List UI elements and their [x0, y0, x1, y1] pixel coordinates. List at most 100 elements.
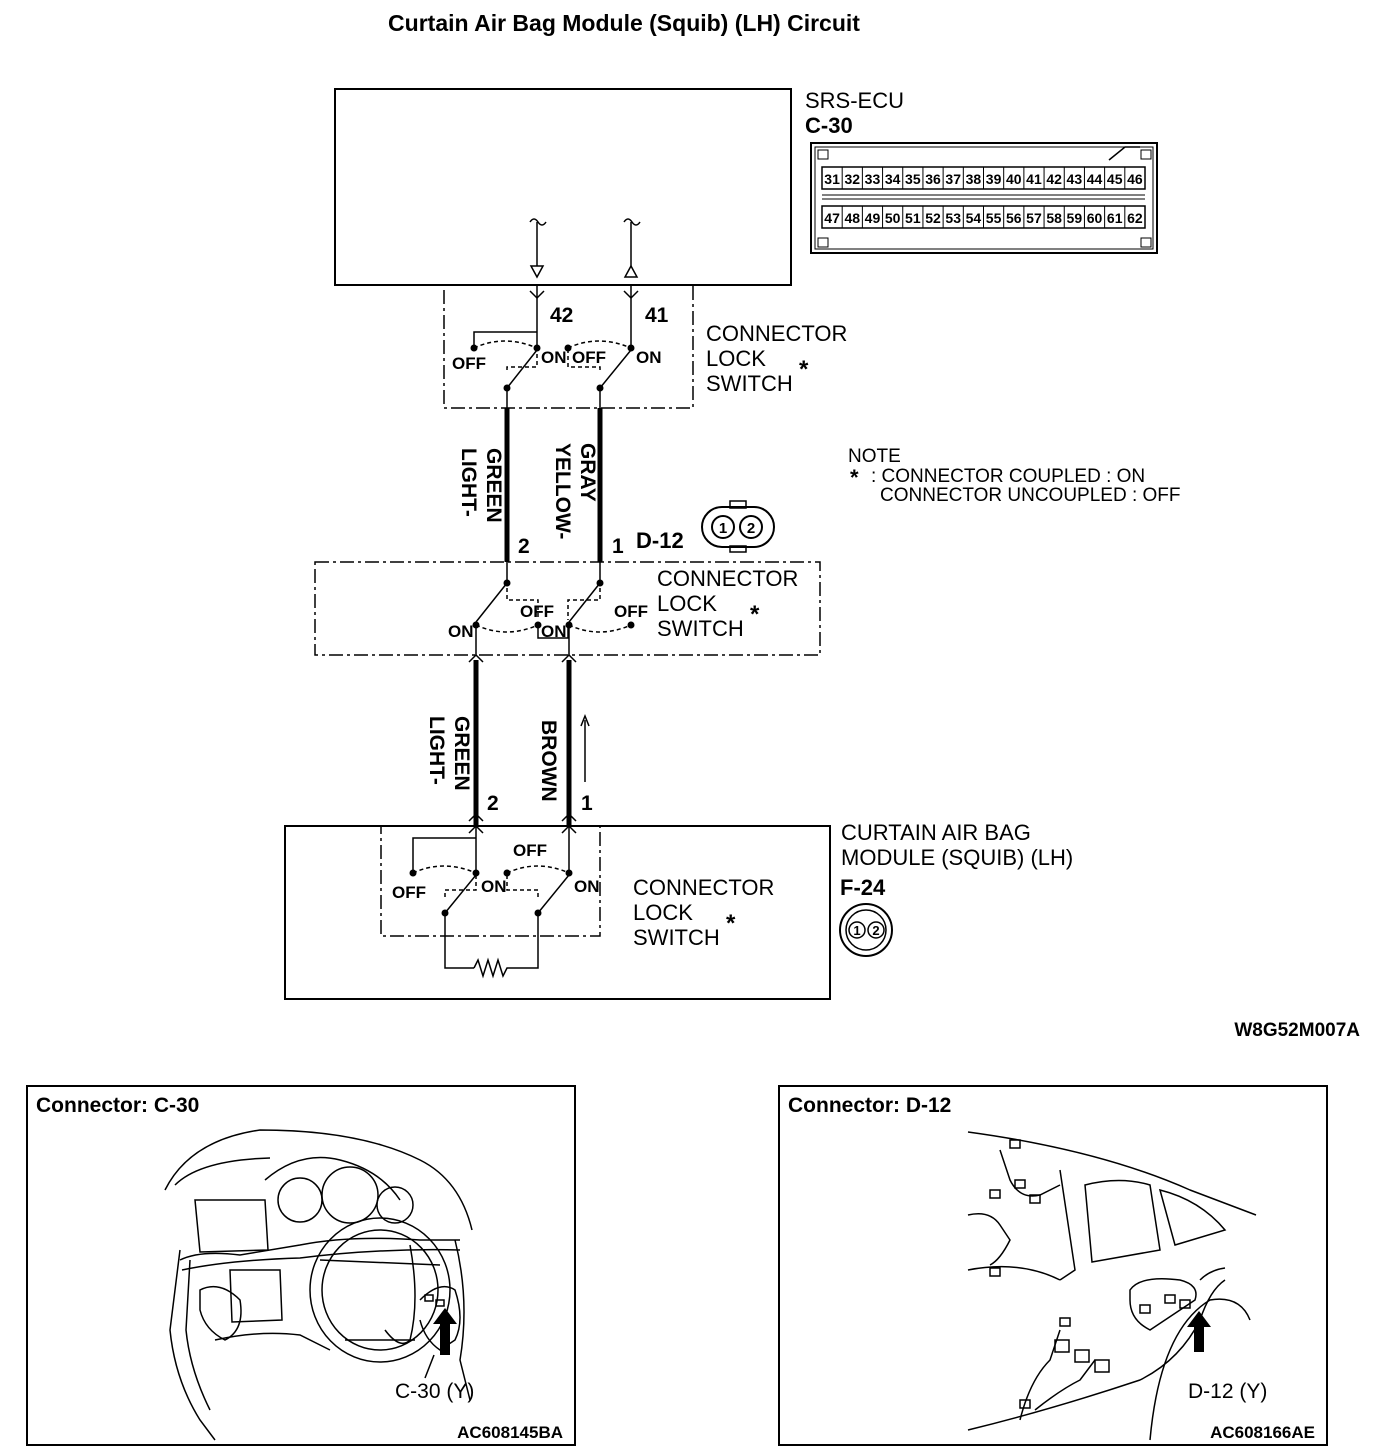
- c30-bottom-pin-58: 58: [1046, 210, 1062, 226]
- f24-pin-left: 2: [487, 792, 499, 815]
- c30-top-pin-35: 35: [905, 171, 921, 187]
- c30-top-pin-34: 34: [885, 171, 901, 187]
- f24-connector-face-icon: 1 2: [839, 903, 893, 957]
- upper-connector-chevrons: [529, 285, 639, 348]
- upper-off-right: OFF: [572, 348, 606, 367]
- middle-switch-contacts: [475, 562, 632, 655]
- c30-location-panel: Connector: C-30: [26, 1085, 576, 1446]
- middle-switch-label-2: LOCK: [657, 591, 717, 616]
- upper-switch-label-3: SWITCH: [706, 371, 793, 396]
- f24-face-pin-1: 1: [853, 923, 860, 938]
- upper-switch-dots: [470, 344, 635, 392]
- d12-location-arrow: [1187, 1311, 1211, 1352]
- upper-switch-label-1: CONNECTOR: [706, 321, 847, 346]
- ecu-name: SRS-ECU: [805, 88, 904, 113]
- ecu-connector-id: C-30: [805, 113, 853, 138]
- middle-on-right: ON: [541, 622, 567, 641]
- vehicle-body-illustration: [967, 1131, 1257, 1441]
- upper-off-left: OFF: [452, 354, 486, 373]
- upper-switch-asterisk: *: [799, 356, 809, 383]
- c30-top-pin-46: 46: [1127, 171, 1143, 187]
- wire-yellow-gray-2: GRAY: [576, 443, 599, 502]
- d12-face-pin-1: 1: [719, 520, 727, 537]
- c30-bottom-pin-56: 56: [1006, 210, 1022, 226]
- module-switch-asterisk: *: [726, 910, 736, 937]
- c30-bottom-pin-49: 49: [865, 210, 881, 226]
- module-name-1: CURTAIN AIR BAG: [841, 820, 1031, 845]
- c30-bottom-pin-50: 50: [885, 210, 901, 226]
- c30-top-pin-37: 37: [945, 171, 961, 187]
- module-switch-box: [380, 825, 601, 937]
- middle-off-left: OFF: [520, 602, 554, 621]
- diagram-code: W8G52M007A: [1234, 1020, 1360, 1041]
- c30-bottom-pin-51: 51: [905, 210, 921, 226]
- module-on-left: ON: [481, 877, 507, 896]
- c30-bottom-pin-52: 52: [925, 210, 941, 226]
- c30-top-pin-42: 42: [1046, 171, 1062, 187]
- c30-top-pin-39: 39: [986, 171, 1002, 187]
- module-on-right: ON: [574, 877, 600, 896]
- module-switch-contacts: [412, 826, 570, 979]
- upper-on-left: ON: [541, 348, 567, 367]
- module-box: [284, 825, 831, 1000]
- c30-bottom-pin-61: 61: [1107, 210, 1123, 226]
- module-switch-label-1: CONNECTOR: [633, 875, 774, 900]
- middle-off-right: OFF: [614, 602, 648, 621]
- middle-switch-label-3: SWITCH: [657, 616, 744, 641]
- c30-bottom-pin-47: 47: [824, 210, 840, 226]
- d12-location-panel: Connector: D-12: [778, 1085, 1328, 1446]
- upper-switch-label-2: LOCK: [706, 346, 766, 371]
- note-heading: NOTE: [848, 446, 901, 467]
- middle-switch-asterisk: *: [750, 601, 760, 628]
- f24-face-pin-2: 2: [872, 923, 879, 938]
- wire-light-green-upper-1: LIGHT-: [457, 448, 480, 517]
- module-off-right: OFF: [513, 841, 547, 860]
- d12-pin-right: 1: [612, 535, 624, 558]
- c30-bottom-pin-59: 59: [1067, 210, 1083, 226]
- note-asterisk: *: [850, 465, 859, 490]
- c30-top-pin-44: 44: [1087, 171, 1103, 187]
- middle-on-left: ON: [448, 622, 474, 641]
- c30-bottom-pin-57: 57: [1026, 210, 1042, 226]
- current-direction-arrow: [580, 713, 590, 782]
- ecu-internal-arrows: [529, 218, 641, 279]
- wire-light-green-lower-2: GREEN: [450, 716, 473, 791]
- c30-bottom-pin-48: 48: [844, 210, 860, 226]
- d12-connector-face-icon: 1 2: [701, 500, 775, 553]
- diagram-title: Curtain Air Bag Module (Squib) (LH) Circ…: [388, 10, 860, 36]
- upper-on-right: ON: [636, 348, 662, 367]
- c30-bottom-pin-60: 60: [1087, 210, 1103, 226]
- c30-top-pin-45: 45: [1107, 171, 1123, 187]
- note-line-1: : CONNECTOR COUPLED : ON: [871, 466, 1145, 487]
- lower-wires: [473, 660, 572, 826]
- srs-ecu-box: [334, 88, 792, 286]
- upper-wires: [504, 408, 603, 562]
- c30-top-pin-40: 40: [1006, 171, 1022, 187]
- c30-top-pin-38: 38: [966, 171, 982, 187]
- module-switch-label-2: LOCK: [633, 900, 693, 925]
- c30-bottom-pin-54: 54: [966, 210, 982, 226]
- module-switch-label-3: SWITCH: [633, 925, 720, 950]
- c30-location-arrow: [433, 1308, 457, 1355]
- c30-bottom-pin-53: 53: [945, 210, 961, 226]
- module-connector-id: F-24: [840, 875, 886, 900]
- middle-switch-box: [314, 561, 821, 656]
- wire-light-green-lower-1: LIGHT-: [425, 716, 448, 785]
- d12-callout: D-12 (Y): [1188, 1380, 1267, 1403]
- d12-pin-left: 2: [518, 535, 530, 558]
- d12-location-heading: Connector: D-12: [788, 1094, 951, 1117]
- upper-switch-box: [443, 284, 694, 409]
- upper-switch-contacts: [473, 331, 632, 408]
- wire-light-green-upper-2: GREEN: [482, 448, 505, 523]
- c30-top-pin-41: 41: [1026, 171, 1042, 187]
- c30-figure-code: AC608145BA: [457, 1423, 563, 1442]
- d12-figure-code: AC608166AE: [1210, 1423, 1315, 1442]
- d12-connector-id: D-12: [636, 528, 684, 553]
- c30-top-pin-33: 33: [865, 171, 881, 187]
- ecu-pin-a-label: 42: [550, 304, 573, 327]
- wire-yellow-gray-1: YELLOW-: [551, 443, 574, 539]
- d12-face-pin-2: 2: [747, 520, 755, 537]
- ecu-pin-b-label: 41: [645, 304, 669, 327]
